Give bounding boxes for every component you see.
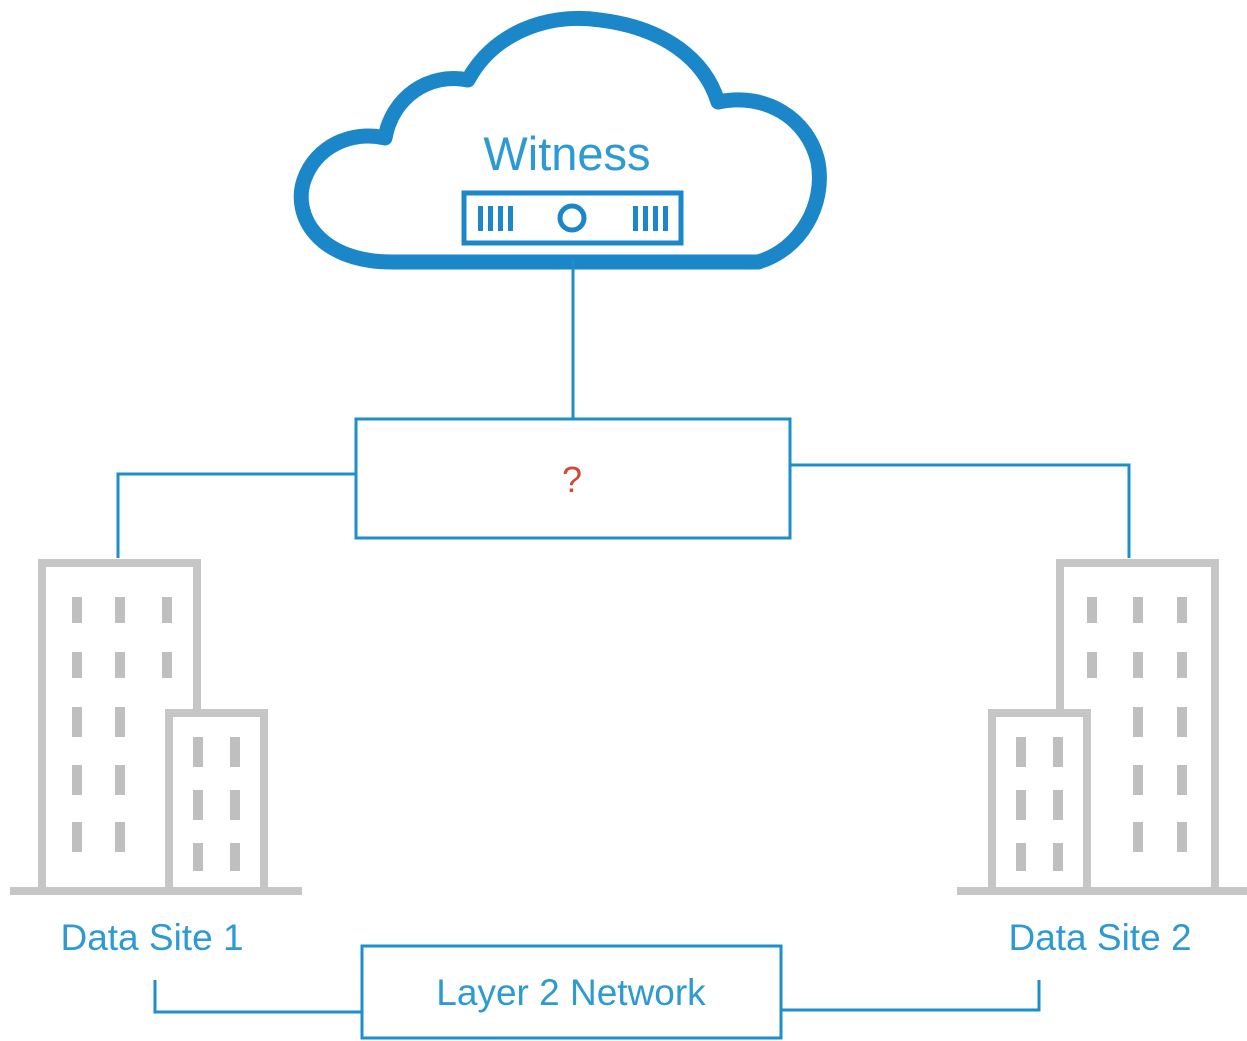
unknown-component-label: ? bbox=[562, 459, 582, 500]
witness-cloud: Witness bbox=[293, 10, 827, 270]
data-site-2-building-icon bbox=[957, 559, 1247, 895]
site1-witness-link bbox=[116, 472, 357, 558]
site1-l2-link bbox=[153, 980, 362, 1014]
witness-label: Witness bbox=[483, 127, 650, 180]
unknown-component-box: ? bbox=[354, 417, 792, 540]
data-site-1-label: Data Site 1 bbox=[60, 917, 243, 958]
data-site-1-building-icon bbox=[10, 559, 302, 895]
layer2-network-box: Layer 2 Network bbox=[360, 944, 783, 1040]
data-site-2-label: Data Site 2 bbox=[1008, 917, 1191, 958]
server-icon bbox=[461, 190, 684, 246]
cloud-icon bbox=[293, 10, 827, 270]
site2-l2-link bbox=[781, 980, 1041, 1012]
connectors bbox=[116, 260, 1131, 1014]
site2-witness-link bbox=[790, 463, 1131, 558]
layer2-network-label: Layer 2 Network bbox=[436, 972, 706, 1013]
